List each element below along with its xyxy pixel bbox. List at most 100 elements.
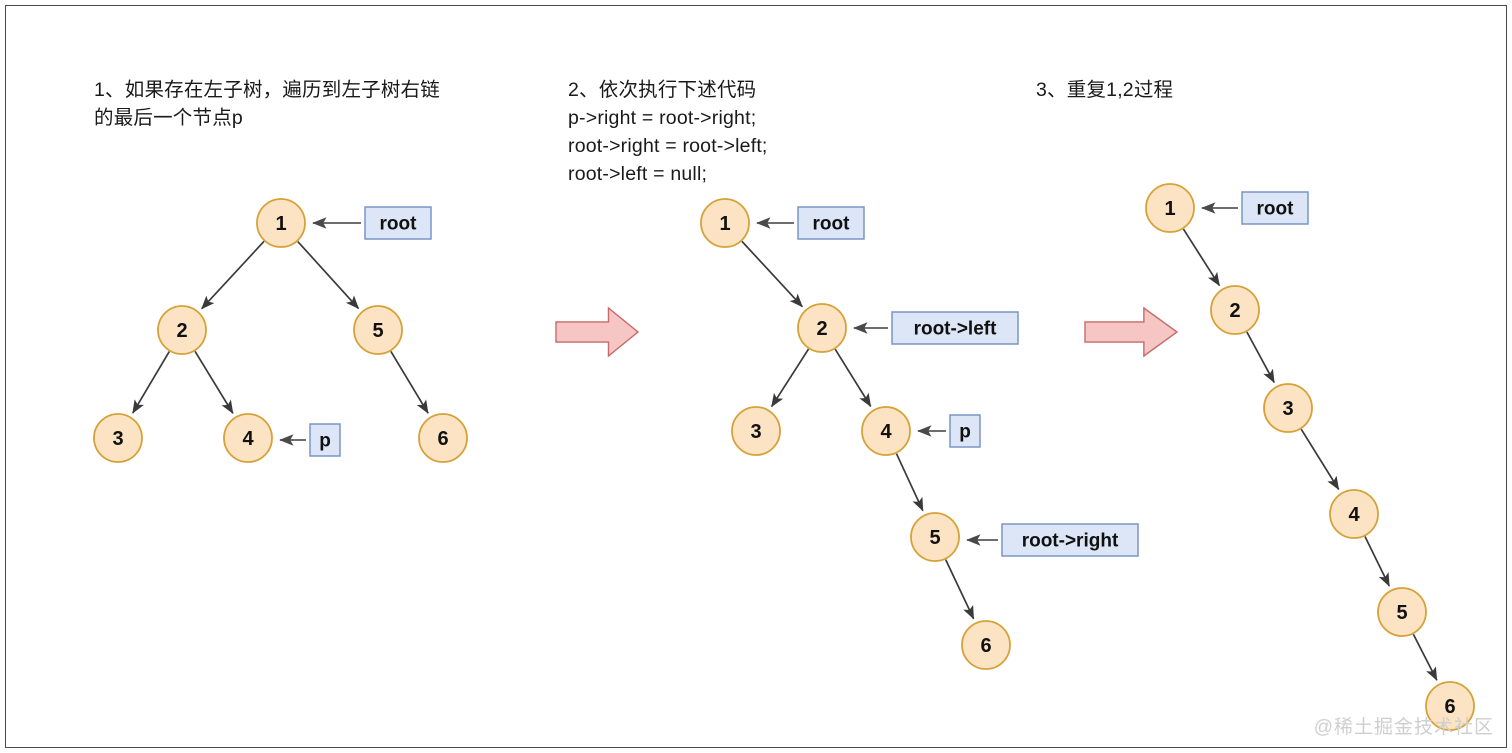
tree-node: 3: [1263, 383, 1313, 433]
tree-node: 1: [700, 198, 750, 248]
tree-node: 6: [418, 413, 468, 463]
node-circle: [861, 406, 911, 456]
node-circle: [1145, 183, 1195, 233]
pointer-tag-label: root->right: [1022, 531, 1119, 552]
pointer-tag-box: [364, 206, 432, 240]
tree-edge-n1-to-n2: [201, 240, 265, 310]
node-circle: [961, 620, 1011, 670]
tag-root-right: root->right: [1001, 523, 1139, 557]
pointer-tag-label: p: [319, 431, 331, 452]
node-value-label: 2: [176, 320, 187, 342]
node-circle: [1210, 285, 1260, 335]
tree-node: 3: [93, 413, 143, 463]
tree-edge-k4-to-k5: [1364, 536, 1391, 587]
pointer-tag-label: root: [813, 214, 851, 235]
node-value-label: 3: [1282, 398, 1293, 420]
tree-node: 5: [353, 305, 403, 355]
pointer-tag-label: p: [959, 422, 971, 443]
node-circle: [1377, 587, 1427, 637]
block-arrow-2: [1084, 306, 1179, 358]
tree-edge-k3-to-k4: [1300, 428, 1340, 491]
tree-edge-m1-to-m2: [741, 240, 803, 308]
tag-root-left: root->left: [891, 311, 1019, 345]
tag-p-2: p: [949, 414, 981, 448]
node-value-label: 2: [1229, 300, 1240, 322]
node-value-label: 1: [1164, 198, 1175, 220]
node-circle: [93, 413, 143, 463]
node-circle: [910, 512, 960, 562]
node-value-label: 1: [275, 213, 286, 235]
node-value-label: 5: [929, 527, 940, 549]
node-circle: [256, 198, 306, 248]
node-value-label: 4: [880, 421, 892, 443]
tree-edge-m4-to-m5: [895, 453, 924, 512]
node-value-label: 3: [750, 421, 761, 443]
pointer-tag-label: root: [1257, 199, 1295, 220]
tree-node: 5: [1377, 587, 1427, 637]
tree-node: 4: [223, 413, 273, 463]
node-value-label: 6: [980, 635, 991, 657]
node-value-label: 3: [112, 428, 123, 450]
tree-node: 2: [1210, 285, 1260, 335]
node-value-label: 2: [816, 318, 827, 340]
tree-node: 6: [1425, 681, 1475, 731]
node-value-label: 1: [719, 213, 730, 235]
tree-node: 1: [1145, 183, 1195, 233]
pointer-tag-box: [797, 206, 865, 240]
tree-edge-m2-to-m3: [770, 348, 810, 408]
node-circle: [731, 406, 781, 456]
node-circle: [1263, 383, 1313, 433]
node-circle: [797, 303, 847, 353]
tree-node: 1: [256, 198, 306, 248]
tree-edge-m5-to-m6: [944, 559, 975, 620]
node-value-label: 6: [437, 428, 448, 450]
node-circle: [223, 413, 273, 463]
node-value-label: 5: [1396, 602, 1407, 624]
tree-edge-n5-to-n6: [390, 350, 429, 414]
tree-node: 4: [861, 406, 911, 456]
node-value-label: 4: [242, 428, 254, 450]
tree-edge-m2-to-m4: [834, 348, 872, 408]
node-circle: [1329, 489, 1379, 539]
tree-node: 2: [157, 305, 207, 355]
step-3-caption: 3、重复1,2过程: [1036, 79, 1174, 101]
node-circle: [418, 413, 468, 463]
tree-edge-k1-to-k2: [1182, 228, 1221, 287]
node-value-label: 5: [372, 320, 383, 342]
node-value-label: 6: [1444, 696, 1455, 718]
site-watermark: @稀土掘金技术社区: [1313, 717, 1494, 738]
nodes-layer: 1 2 5 3 4 6 1 2 3 4 5 6 1 2 3 4 5 6: [93, 183, 1475, 731]
tag-p-1: p: [309, 423, 341, 457]
node-value-label: 4: [1348, 504, 1360, 526]
pointer-tag-box: [1241, 191, 1309, 225]
pointer-tag-label: root: [380, 214, 418, 235]
tree-edge-n2-to-n4: [194, 350, 234, 414]
node-circle: [157, 305, 207, 355]
tree-edge-n1-to-n5: [297, 240, 360, 310]
step-1-caption: 1、如果存在左子树，遍历到左子树右链 的最后一个节点p: [94, 79, 440, 129]
tag-root-3: root: [1241, 191, 1309, 225]
node-circle: [700, 198, 750, 248]
tree-edge-k2-to-k3: [1246, 331, 1275, 384]
pointer-tag-box: [949, 414, 981, 448]
tree-node: 5: [910, 512, 960, 562]
edges-layer: [132, 228, 1438, 681]
tag-root-1: root: [364, 206, 432, 240]
tag-root-2: root: [797, 206, 865, 240]
pointer-arrows-layer: [279, 202, 1238, 546]
step-2-caption: 2、依次执行下述代码 p->right = root->right; root-…: [568, 79, 768, 185]
pointer-tag-box: [1001, 523, 1139, 557]
tree-node: 6: [961, 620, 1011, 670]
block-arrows-layer: [555, 306, 1179, 358]
tree-node: 2: [797, 303, 847, 353]
node-circle: [353, 305, 403, 355]
node-circle: [1425, 681, 1475, 731]
block-arrow-1: [555, 306, 640, 358]
tree-edge-n2-to-n3: [132, 351, 170, 414]
pointer-tags-layer: root p root root->left p root->right root: [309, 191, 1309, 557]
pointer-tag-box: [891, 311, 1019, 345]
pointer-tag-label: root->left: [914, 319, 998, 340]
tree-node: 3: [731, 406, 781, 456]
